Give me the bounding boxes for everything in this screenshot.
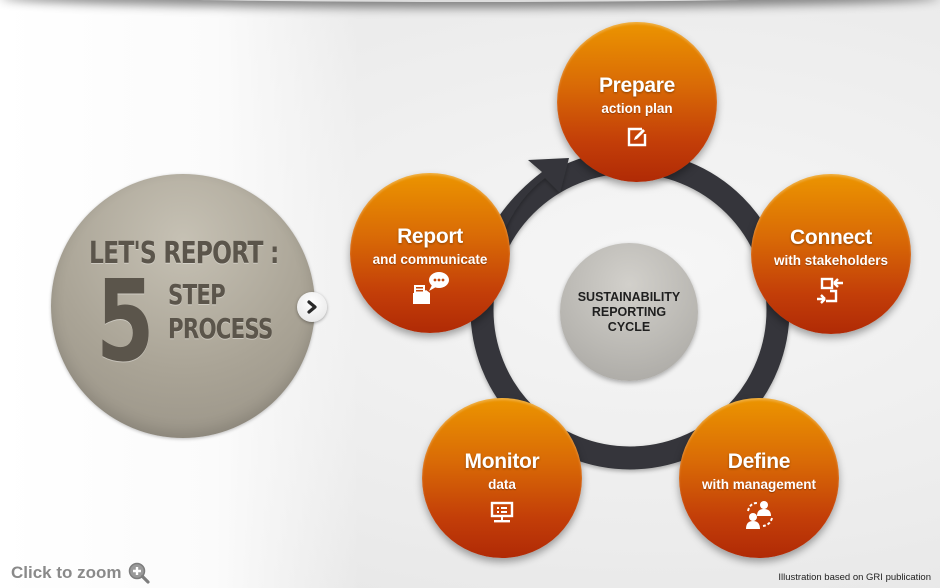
step-title: Prepare (598, 74, 676, 97)
illustration-credit: Illustration based on GRI publication (778, 572, 931, 583)
cycle-arrow-icon (486, 158, 569, 246)
step-monitor[interactable]: Monitor data (422, 398, 582, 558)
monitor-icon (490, 501, 514, 523)
step-connect[interactable]: Connect with stakeholders (751, 174, 911, 334)
step-title: Report (397, 225, 463, 248)
zoom-in-icon (128, 562, 150, 584)
title-heading: LET'S REPORT : (89, 236, 279, 271)
step-subtitle: and communicate (372, 252, 488, 267)
cycle-center: SUSTAINABILITY REPORTING CYCLE (560, 243, 698, 381)
title-step-count: 5 (96, 257, 155, 387)
top-shadow (0, 0, 940, 2)
title-step-word: STEP (168, 278, 226, 311)
step-title: Define (727, 450, 791, 473)
exchange-icon (817, 277, 843, 304)
step-subtitle: with stakeholders (773, 253, 889, 268)
step-prepare[interactable]: Prepare action plan (557, 22, 717, 182)
click-to-zoom-link[interactable]: Click to zoom (11, 562, 150, 584)
people-cycle-icon (746, 501, 773, 529)
step-subtitle: action plan (601, 101, 673, 116)
step-title: Connect (790, 226, 872, 249)
title-process-word: PROCESS (168, 312, 273, 345)
step-report[interactable]: Report and communicate (350, 173, 510, 333)
zoom-label: Click to zoom (11, 563, 122, 582)
chevron-right-icon (307, 300, 317, 314)
step-title: Monitor (464, 450, 540, 473)
next-button[interactable] (297, 292, 327, 322)
step-subtitle: with management (701, 477, 817, 492)
edit-icon (627, 127, 647, 147)
step-define[interactable]: Define with management (679, 398, 839, 558)
document-chat-icon (413, 272, 449, 304)
cycle-center-label: SUSTAINABILITY REPORTING CYCLE (577, 289, 681, 334)
step-subtitle: data (488, 477, 516, 492)
title-badge: LET'S REPORT : 5 STEP PROCESS (51, 174, 315, 438)
